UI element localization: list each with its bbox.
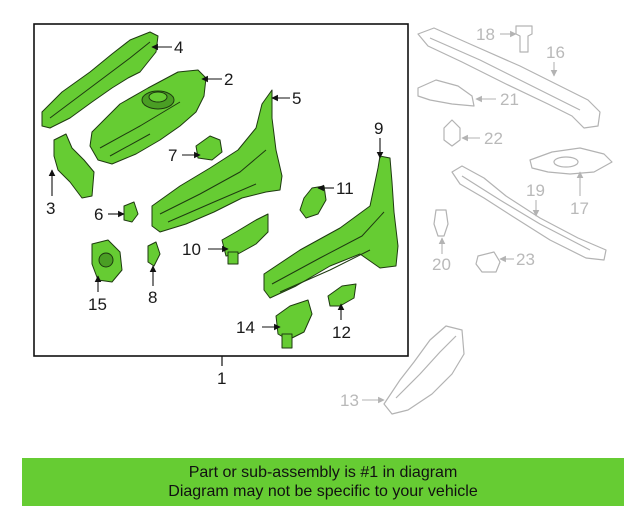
callout-10: 10 [182,240,201,259]
part-23-shape [475,251,501,273]
part-11-shape[interactable] [299,185,327,219]
part-15-hole [98,252,114,268]
part-21-shape [417,79,475,107]
part-2-shape[interactable] [89,69,207,165]
part-12-shape[interactable] [327,283,357,307]
part-19-detail [461,175,591,251]
callout-20: 20 [432,255,451,274]
callout-11: 11 [336,179,354,198]
part-2-tower-cap [148,91,168,103]
part-10-tab [227,251,239,265]
banner-line-1: Part or sub-assembly is #1 in diagram [188,464,458,481]
callout-17: 17 [570,199,589,218]
part-19-shape [451,165,607,261]
callout-1: 1 [217,369,226,388]
callout-3: 3 [46,199,55,218]
part-13-shape [383,325,465,415]
part-16-shape [417,27,601,129]
assembly-frame [33,23,409,357]
callout-14: 14 [236,318,255,337]
part-6-shape[interactable] [123,201,139,223]
banner-line-2: Diagram may not be specific to your vehi… [168,483,478,500]
part-20-shape [433,209,449,237]
callout-23: 23 [516,250,535,269]
callout-16: 16 [546,43,565,62]
part-14-tab [281,333,293,349]
parts-diagram: 4 2 5 9 3 7 6 11 10 8 15 12 14 1 18 16 2… [33,23,613,415]
callout-9: 9 [374,119,383,138]
callout-6: 6 [94,205,103,224]
part-5-detail [159,149,267,223]
part-13-detail [395,335,457,399]
part-9-detail [271,211,385,293]
part-17-hole [553,156,579,168]
callout-12: 12 [332,323,351,342]
part-14-shape[interactable] [275,299,313,341]
info-banner: Part or sub-assembly is #1 in diagram Di… [22,458,624,506]
part-5-shape[interactable] [151,89,283,233]
callout-18: 18 [476,25,495,44]
part-7-shape[interactable] [195,135,223,161]
part-2-detail [99,101,181,157]
callout-19: 19 [526,181,545,200]
callout-5: 5 [292,89,301,108]
part-18-shape [515,25,533,53]
part-8-shape[interactable] [147,241,161,267]
part-22-shape [443,119,461,147]
part-4-detail [49,41,151,119]
callout-2: 2 [224,70,233,89]
part-16-detail [429,37,581,111]
callout-4: 4 [174,38,183,57]
callout-7: 7 [168,146,177,165]
callout-21: 21 [500,90,519,109]
part-10-shape[interactable] [221,213,269,257]
part-17-shape [529,147,613,175]
part-9-shape[interactable] [263,155,399,299]
callout-8: 8 [148,288,157,307]
callout-22: 22 [484,129,503,148]
callout-13: 13 [340,391,359,410]
callout-15: 15 [88,295,107,314]
part-3-shape[interactable] [53,133,95,199]
